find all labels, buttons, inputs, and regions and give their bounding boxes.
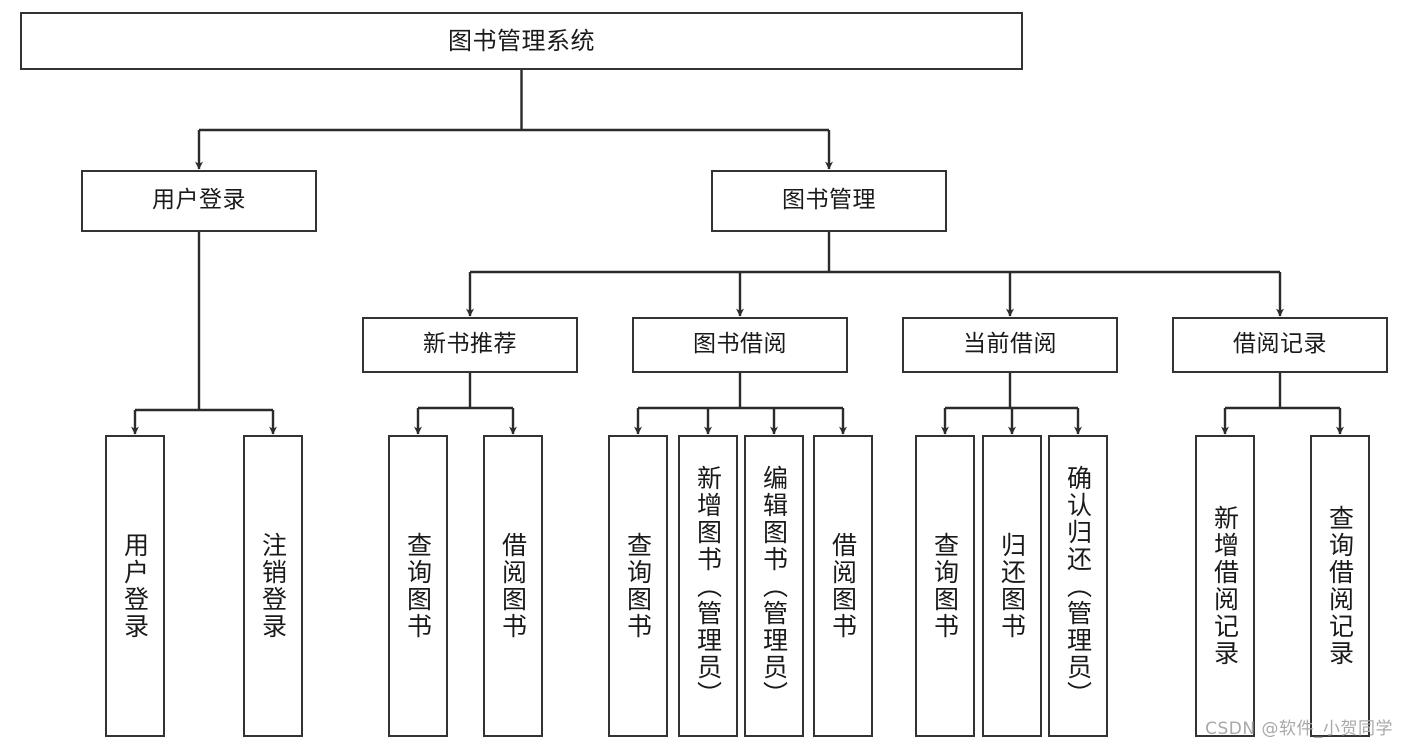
node-label: 借阅记录 <box>1233 331 1327 358</box>
node-b_lend[interactable]: 借阅图书 <box>813 435 873 737</box>
watermark-label: CSDN @软件_小贺同学 <box>1205 719 1393 739</box>
node-label: 新增借阅记录 <box>1210 505 1240 667</box>
node-label: 用户登录 <box>120 532 150 640</box>
node-c_query[interactable]: 查询图书 <box>915 435 975 737</box>
node-b_query[interactable]: 查询图书 <box>608 435 668 737</box>
node-label: 图书管理系统 <box>448 26 595 55</box>
node-borrow[interactable]: 图书借阅 <box>632 317 848 373</box>
node-label: 归还图书 <box>997 532 1027 640</box>
node-records[interactable]: 借阅记录 <box>1172 317 1388 373</box>
node-login[interactable]: 用户登录 <box>81 170 317 232</box>
node-r_add[interactable]: 新增借阅记录 <box>1195 435 1255 737</box>
node-label: 查询借阅记录 <box>1325 505 1355 667</box>
node-b_edit[interactable]: 编辑图书（管理员） <box>744 435 804 737</box>
node-root[interactable]: 图书管理系统 <box>20 12 1023 70</box>
node-label: 查询图书 <box>930 532 960 640</box>
node-label: 借阅图书 <box>498 532 528 640</box>
node-c_confirm[interactable]: 确认归还（管理员） <box>1048 435 1108 737</box>
node-label: 确认归还（管理员） <box>1063 464 1093 708</box>
node-label: 新书推荐 <box>423 331 517 358</box>
node-label: 注销登录 <box>258 532 288 640</box>
node-label: 当前借阅 <box>963 331 1057 358</box>
node-label: 查询图书 <box>403 532 433 640</box>
node-n_query[interactable]: 查询图书 <box>388 435 448 737</box>
node-label: 借阅图书 <box>828 532 858 640</box>
node-r_query[interactable]: 查询借阅记录 <box>1310 435 1370 737</box>
node-n_borrow[interactable]: 借阅图书 <box>483 435 543 737</box>
node-label: 查询图书 <box>623 532 653 640</box>
node-newbook[interactable]: 新书推荐 <box>362 317 578 373</box>
node-label: 新增图书（管理员） <box>693 464 723 708</box>
node-l_logout[interactable]: 注销登录 <box>243 435 303 737</box>
node-c_return[interactable]: 归还图书 <box>982 435 1042 737</box>
node-current[interactable]: 当前借阅 <box>902 317 1118 373</box>
node-bookmgmt[interactable]: 图书管理 <box>711 170 947 232</box>
node-label: 编辑图书（管理员） <box>759 464 789 708</box>
node-label: 用户登录 <box>152 187 246 214</box>
node-label: 图书借阅 <box>693 331 787 358</box>
node-label: 图书管理 <box>782 187 876 214</box>
connector-lines <box>131 70 1344 435</box>
node-l_login[interactable]: 用户登录 <box>105 435 165 737</box>
node-b_add[interactable]: 新增图书（管理员） <box>678 435 738 737</box>
